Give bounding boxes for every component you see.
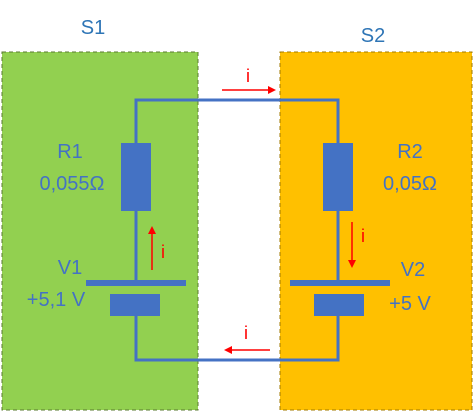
current-label-right: i [361,226,365,246]
current-arrow-right: i [348,222,365,268]
r1-name: R1 [57,141,83,163]
wire-bottom [134,316,340,362]
v1-value: +5,1 V [27,289,86,311]
circuit-wires [134,98,340,362]
battery-v1 [86,280,186,316]
current-label-bottom: i [244,323,248,343]
battery-v1-positive-plate [86,280,186,286]
system-s2-title: S2 [361,25,385,47]
current-label-left: i [161,242,165,262]
resistor-r2 [323,143,353,211]
current-arrow-bottom: i [224,323,270,354]
v2-name: V2 [401,259,425,281]
current-arrow-top: i [222,66,276,94]
resistor-r1 [121,143,151,211]
r2-name: R2 [397,141,423,163]
current-arrow-left: i [148,226,165,270]
r2-value: 0,05Ω [383,173,437,195]
battery-v2 [290,280,390,316]
system-s2-panel [279,51,473,411]
r1-value: 0,055Ω [40,173,105,195]
system-s1-panel [1,51,199,411]
battery-v2-positive-plate [290,280,390,286]
v2-value: +5 V [389,293,431,315]
battery-v2-negative-plate [314,294,364,316]
v1-name: V1 [58,257,82,279]
wire-top [134,98,340,145]
battery-v1-negative-plate [110,294,160,316]
current-label-top: i [246,66,250,86]
system-s1-title: S1 [81,17,105,39]
